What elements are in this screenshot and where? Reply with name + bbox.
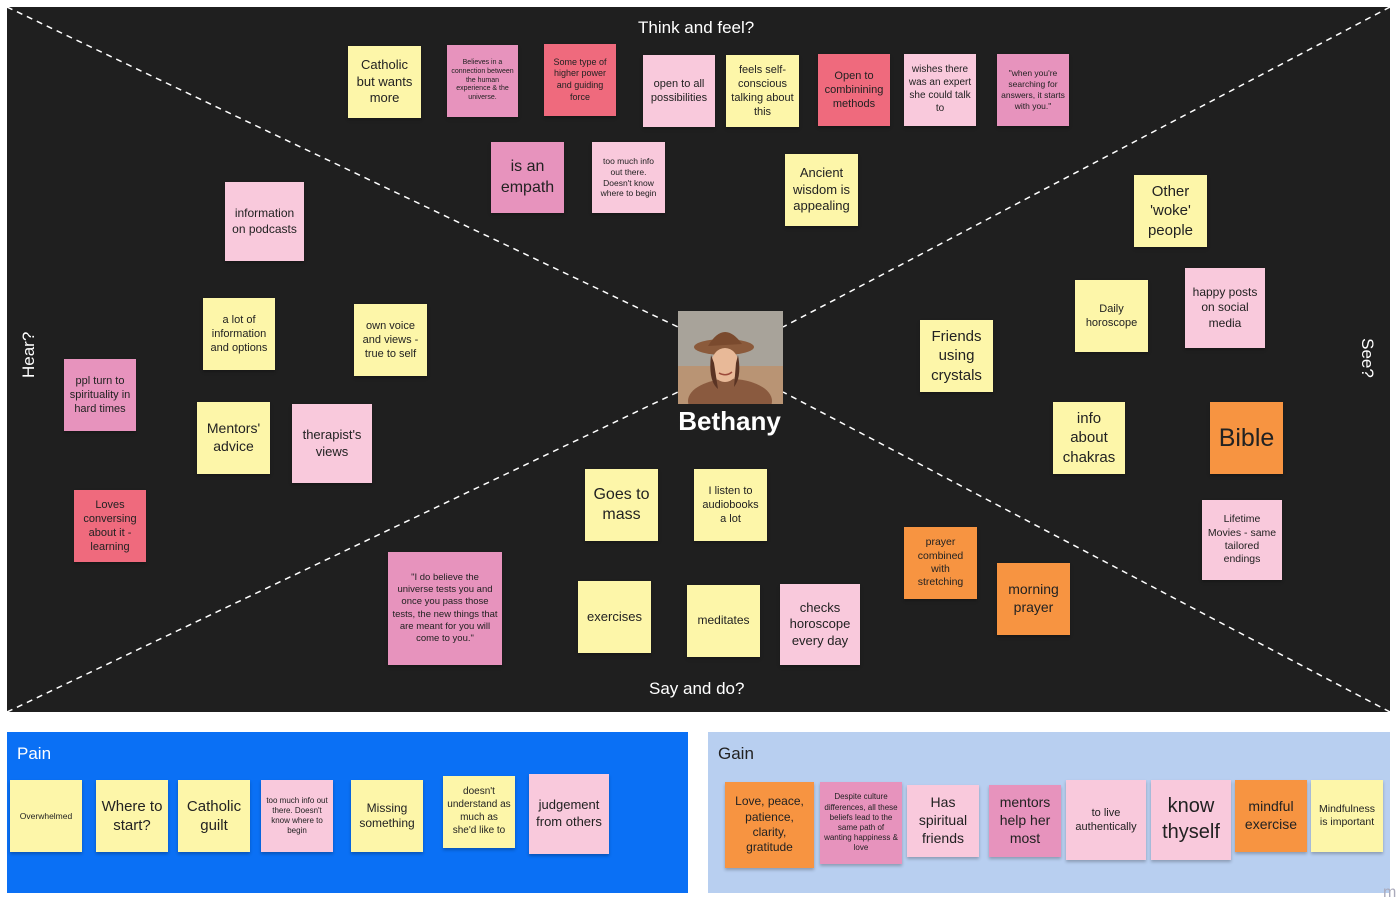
sticky-note[interactable]: own voice and views - true to self: [354, 304, 427, 376]
gain-title: Gain: [718, 744, 754, 763]
quadrant-label-hear: Hear?: [19, 331, 38, 378]
sticky-note[interactable]: I listen to audiobooks a lot: [694, 469, 767, 541]
persona-photo-icon: [678, 311, 783, 404]
sticky-note[interactable]: Despite culture differences, all these b…: [820, 782, 902, 864]
sticky-note[interactable]: Goes to mass: [585, 469, 658, 541]
sticky-note[interactable]: Love, peace, patience, clarity, gratitud…: [725, 782, 814, 868]
app-logo-mark: m: [1383, 884, 1397, 901]
sticky-note[interactable]: Bible: [1210, 402, 1283, 474]
sticky-note[interactable]: "when you're searching for answers, it s…: [997, 54, 1069, 126]
empathy-map-board: Think and feel? Say and do? Hear? See? C…: [7, 7, 1390, 712]
sticky-note[interactable]: Mentors' advice: [197, 402, 270, 474]
sticky-note[interactable]: happy posts on social media: [1185, 268, 1265, 348]
sticky-note[interactable]: meditates: [687, 585, 760, 657]
sticky-note[interactable]: information on podcasts: [225, 182, 304, 261]
sticky-note[interactable]: mindful exercise: [1235, 780, 1307, 852]
sticky-note[interactable]: judgement from others: [529, 774, 609, 854]
sticky-note[interactable]: ppl turn to spirituality in hard times: [64, 359, 136, 431]
sticky-note[interactable]: a lot of information and options: [203, 298, 275, 370]
sticky-note[interactable]: Missing something: [351, 780, 423, 852]
sticky-note[interactable]: Overwhelmed: [10, 780, 82, 852]
sticky-note[interactable]: know thyself: [1151, 780, 1231, 860]
sticky-note[interactable]: prayer combined with stretching: [904, 527, 977, 599]
sticky-note[interactable]: checks horoscope every day: [780, 584, 860, 665]
sticky-note[interactable]: too much info out there. Doesn't know wh…: [261, 780, 333, 852]
sticky-note[interactable]: Open to combinining methods: [818, 54, 890, 126]
pain-panel: Pain Overwhelmed Where to start? Catholi…: [7, 732, 688, 893]
sticky-note[interactable]: Where to start?: [96, 780, 168, 852]
sticky-note[interactable]: to live authentically: [1066, 780, 1146, 860]
sticky-note[interactable]: Daily horoscope: [1075, 280, 1148, 352]
sticky-note[interactable]: therapist's views: [292, 404, 372, 483]
sticky-note[interactable]: Believes in a connection between the hum…: [447, 45, 518, 117]
quadrant-label-say-do: Say and do?: [649, 679, 745, 698]
sticky-note[interactable]: Mindfulness is important: [1311, 780, 1383, 852]
sticky-note[interactable]: Ancient wisdom is appealing: [785, 154, 858, 226]
sticky-note[interactable]: is an empath: [491, 142, 564, 213]
sticky-note[interactable]: info about chakras: [1053, 402, 1125, 474]
sticky-note[interactable]: wishes there was an expert she could tal…: [904, 54, 976, 126]
sticky-note[interactable]: open to all possibilities: [643, 55, 715, 127]
sticky-note[interactable]: too much info out there. Doesn't know wh…: [592, 142, 665, 213]
quadrant-divider-lines: [7, 7, 1390, 712]
sticky-note[interactable]: exercises: [578, 581, 651, 653]
sticky-note[interactable]: Loves conversing about it - learning: [74, 490, 146, 562]
pain-title: Pain: [17, 744, 52, 763]
quadrant-label-think-feel: Think and feel?: [638, 18, 755, 37]
sticky-note[interactable]: Other 'woke' people: [1134, 175, 1207, 247]
sticky-note[interactable]: Catholic but wants more: [348, 46, 421, 118]
sticky-note[interactable]: Catholic guilt: [178, 780, 250, 852]
sticky-note[interactable]: "I do believe the universe tests you and…: [388, 552, 502, 665]
sticky-note[interactable]: Friends using crystals: [920, 320, 993, 392]
sticky-note[interactable]: Lifetime Movies - same tailored endings: [1202, 500, 1282, 580]
sticky-note[interactable]: morning prayer: [997, 563, 1070, 635]
quadrant-label-see: See?: [1358, 338, 1377, 378]
sticky-note[interactable]: feels self-conscious talking about this: [726, 55, 799, 127]
gain-panel: Gain Love, peace, patience, clarity, gra…: [708, 732, 1390, 893]
persona-name: Bethany: [678, 406, 781, 436]
sticky-note[interactable]: Some type of higher power and guiding fo…: [544, 44, 616, 116]
persona-avatar: [678, 311, 783, 404]
sticky-note[interactable]: doesn't understand as much as she'd like…: [443, 776, 515, 848]
sticky-note[interactable]: mentors help her most: [989, 785, 1061, 857]
sticky-note[interactable]: Has spiritual friends: [907, 785, 979, 857]
